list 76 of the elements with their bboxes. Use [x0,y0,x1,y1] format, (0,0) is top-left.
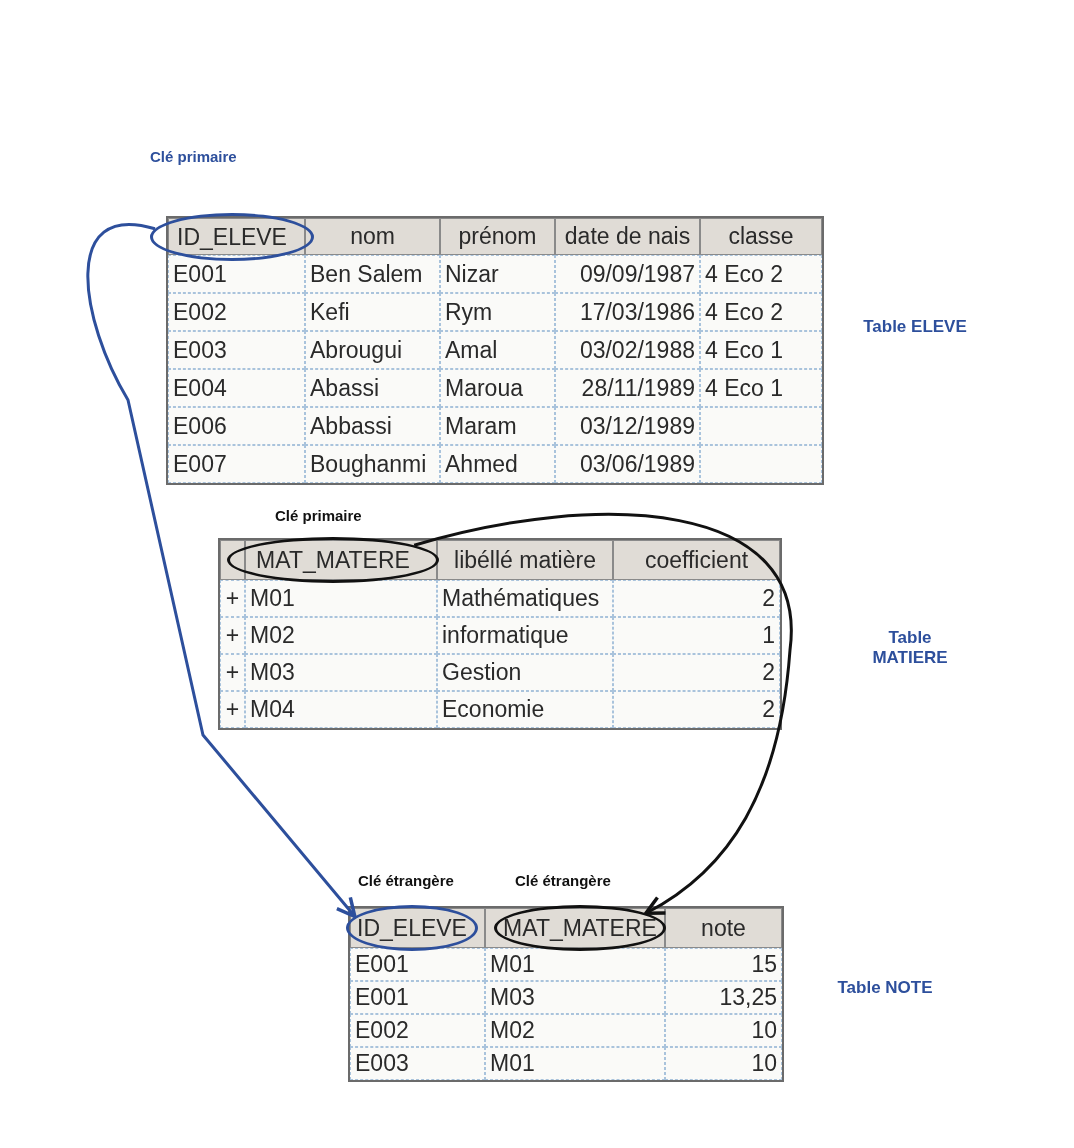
table-cell: 4 Eco 1 [700,369,822,407]
table-cell: 10 [665,1047,782,1080]
table-cell: Maroua [440,369,555,407]
column-header: date de nais [555,218,700,255]
row-expander: + [220,617,245,654]
table-cell: M01 [485,1047,665,1080]
table-cell: M03 [485,981,665,1014]
table-cell: 03/06/1989 [555,445,700,483]
column-header: nom [305,218,440,255]
table-cell: 03/12/1989 [555,407,700,445]
key-label: Clé étrangère [515,872,611,889]
key-ellipse: MAT_MATERE [494,905,666,951]
column-header: prénom [440,218,555,255]
table-cell: E002 [350,1014,485,1047]
table-cell: E002 [168,293,305,331]
table-title: Table MATIERE [871,628,949,668]
table-cell: E004 [168,369,305,407]
table-cell: M03 [245,654,437,691]
table-cell: 2 [613,691,780,728]
table-cell: Abrougui [305,331,440,369]
column-header: coefficient [613,540,780,580]
table-cell: 4 Eco 2 [700,255,822,293]
table-title: Table ELEVE [862,317,968,337]
column-header: note [665,908,782,948]
arrow [413,513,792,915]
table-cell: Maram [440,407,555,445]
table-cell: 28/11/1989 [555,369,700,407]
table-cell: Gestion [437,654,613,691]
table-cell: M02 [485,1014,665,1047]
table-cell: Abbassi [305,407,440,445]
table-title: Table NOTE [836,978,934,998]
table-cell: 2 [613,580,780,617]
row-expander: + [220,654,245,691]
table-cell: 4 Eco 2 [700,293,822,331]
key-ellipse: ID_ELEVE [150,213,314,261]
key-label: Clé primaire [150,148,237,165]
table-cell: M02 [245,617,437,654]
table-cell: 4 Eco 1 [700,331,822,369]
key-ellipse: ID_ELEVE [346,905,478,951]
key-label: Clé primaire [275,507,362,524]
table-cell: Boughanmi [305,445,440,483]
key-label: Clé étrangère [358,872,454,889]
table-cell: Rym [440,293,555,331]
table-cell: M04 [245,691,437,728]
table-cell: Economie [437,691,613,728]
column-header: classe [700,218,822,255]
table-cell: E003 [350,1047,485,1080]
table-cell: E001 [350,948,485,981]
table-cell: E007 [168,445,305,483]
table-cell: Kefi [305,293,440,331]
row-expander: + [220,691,245,728]
key-ellipse: MAT_MATERE [227,537,439,583]
table-cell: 2 [613,654,780,691]
arrow [86,223,357,919]
table-cell: E001 [350,981,485,1014]
row-expander: + [220,580,245,617]
table-cell: 13,25 [665,981,782,1014]
table-cell: 03/02/1988 [555,331,700,369]
table-cell: E006 [168,407,305,445]
table-cell: 1 [613,617,780,654]
table-cell: informatique [437,617,613,654]
table-cell: M01 [485,948,665,981]
table-cell: M01 [245,580,437,617]
table-cell: Amal [440,331,555,369]
table-cell: 10 [665,1014,782,1047]
table-cell: Abassi [305,369,440,407]
table-cell: E001 [168,255,305,293]
table-cell: 09/09/1987 [555,255,700,293]
column-header: libéllé matière [437,540,613,580]
table-cell: Nizar [440,255,555,293]
table-cell: 17/03/1986 [555,293,700,331]
table-cell: Mathématiques [437,580,613,617]
table-cell: Ahmed [440,445,555,483]
table-cell: 15 [665,948,782,981]
table-cell: Ben Salem [305,255,440,293]
table-cell: E003 [168,331,305,369]
